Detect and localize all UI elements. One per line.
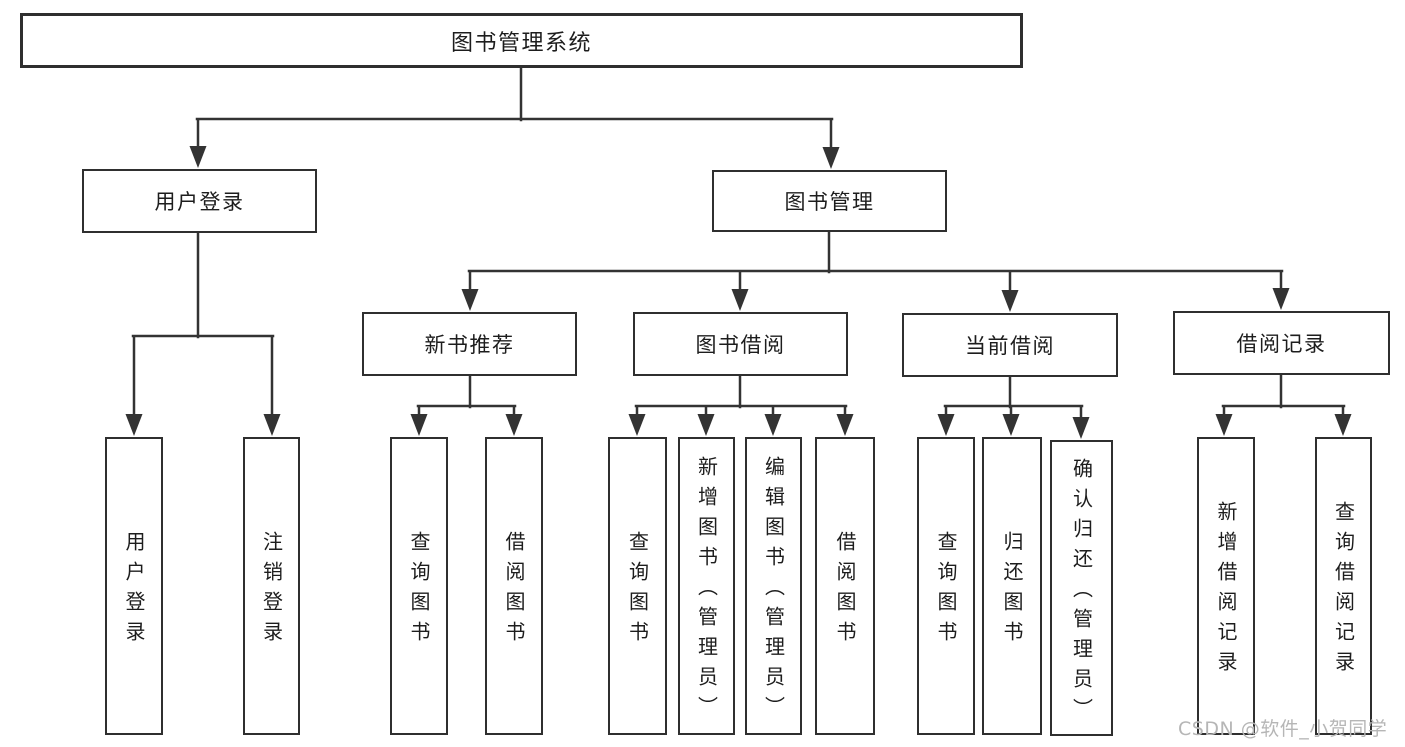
arrowhead — [410, 414, 428, 436]
node-user-login: 用户登录 — [105, 437, 163, 735]
connector-user-login-subtree — [125, 231, 281, 436]
node-query-borrow-record: 查询借阅记录 — [1315, 437, 1372, 735]
arrowhead — [1272, 288, 1290, 310]
node-new-book-recommendation: 新书推荐 — [362, 312, 577, 376]
arrowhead — [937, 414, 955, 436]
node-query-books-borrowing: 查询图书 — [608, 437, 667, 735]
node-book-borrowing: 图书借阅 — [633, 312, 848, 376]
arrowhead — [822, 147, 840, 169]
arrowhead — [628, 414, 646, 436]
node-query-books-current: 查询图书 — [917, 437, 975, 735]
node-label: 借阅记录 — [1236, 332, 1327, 356]
connector-current-borrow-subtree — [937, 375, 1090, 439]
node-label: 图书管理系统 — [450, 30, 592, 56]
node-confirm-return-admin: 确认归还（管理员） — [1050, 440, 1113, 736]
connector-new-book-subtree — [410, 373, 523, 436]
node-label: 注销登录 — [259, 531, 284, 651]
arrowhead — [731, 289, 749, 311]
node-borrowing-records: 借阅记录 — [1173, 311, 1390, 375]
node-label: 当前借阅 — [965, 334, 1055, 358]
arrowhead — [125, 414, 143, 436]
arrowhead — [461, 289, 479, 311]
node-borrow-books-recommend: 借阅图书 — [485, 437, 543, 735]
arrowhead — [505, 414, 523, 436]
connector-root-to-level2 — [189, 65, 840, 169]
arrowhead — [1002, 414, 1020, 436]
node-label: 新书推荐 — [424, 333, 515, 357]
connector-book-borrow-subtree — [628, 374, 854, 436]
node-add-borrow-record: 新增借阅记录 — [1197, 437, 1255, 735]
node-book-management: 图书管理 — [712, 170, 947, 232]
node-label: 查询图书 — [625, 531, 650, 651]
node-label: 新增借阅记录 — [1214, 501, 1238, 681]
node-label: 确认归还（管理员） — [1069, 458, 1094, 728]
arrowhead — [1334, 414, 1352, 436]
node-label: 查询图书 — [934, 531, 958, 651]
node-borrow-books: 借阅图书 — [815, 437, 875, 735]
node-label: 图书管理 — [784, 190, 875, 214]
node-edit-books-admin: 编辑图书（管理员） — [745, 437, 802, 735]
arrowhead — [263, 414, 281, 436]
node-label: 查询借阅记录 — [1331, 501, 1356, 681]
node-label: 借阅图书 — [833, 531, 857, 651]
node-return-books: 归还图书 — [982, 437, 1042, 735]
arrowhead — [189, 146, 207, 168]
arrowhead — [1001, 290, 1019, 312]
node-label: 查询图书 — [407, 531, 431, 651]
node-label: 用户登录 — [122, 531, 146, 651]
node-label: 用户登录 — [154, 190, 245, 214]
connector-book-management-subtree — [461, 230, 1290, 312]
node-library-management-system: 图书管理系统 — [20, 13, 1023, 68]
node-label: 编辑图书（管理员） — [761, 456, 786, 726]
node-label: 归还图书 — [1000, 531, 1024, 651]
connector-borrow-record-subtree — [1215, 373, 1352, 436]
node-label: 新增图书（管理员） — [694, 456, 719, 726]
csdn-watermark: CSDN @软件_小贺同学 — [1178, 718, 1388, 740]
arrowhead — [1072, 417, 1090, 439]
arrowhead — [1215, 414, 1233, 436]
node-logout: 注销登录 — [243, 437, 300, 735]
node-label: 借阅图书 — [502, 531, 526, 651]
arrowhead — [764, 414, 782, 436]
node-add-books-admin: 新增图书（管理员） — [678, 437, 735, 735]
node-current-borrowing: 当前借阅 — [902, 313, 1118, 377]
arrowhead — [697, 414, 715, 436]
node-user-login-branch: 用户登录 — [82, 169, 317, 233]
node-label: 图书借阅 — [695, 333, 786, 357]
arrowhead — [836, 414, 854, 436]
node-query-books-recommend: 查询图书 — [390, 437, 448, 735]
